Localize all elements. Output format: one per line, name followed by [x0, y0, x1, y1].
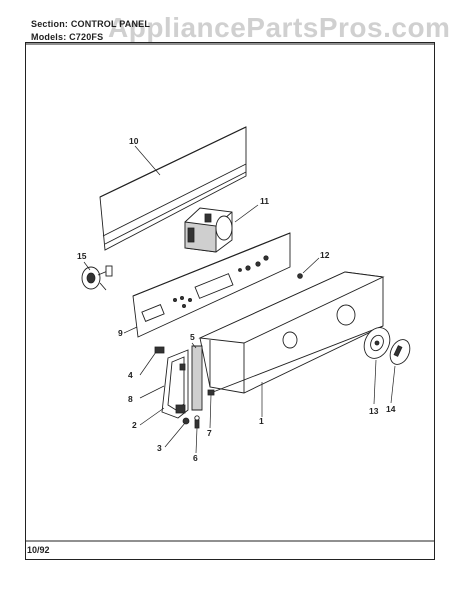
- callout-14: 14: [386, 404, 396, 414]
- callout-3: 3: [157, 443, 162, 453]
- part-6-washer: [194, 415, 200, 429]
- leader-lines: [83, 145, 396, 454]
- part-10-top-cover: [99, 126, 247, 251]
- callout-11: 11: [260, 196, 269, 206]
- callout-10: 10: [129, 136, 139, 146]
- callout-1: 1: [259, 416, 264, 426]
- model-header: Models: C720FS: [31, 32, 103, 42]
- part-1-console-housing: [198, 271, 385, 394]
- part-7-screw: [207, 389, 215, 396]
- callout-5: 5: [190, 332, 195, 342]
- diagram-frame: [25, 42, 435, 560]
- part-3-screw: [182, 417, 190, 425]
- callout-7: 7: [207, 428, 212, 438]
- callout-4: 4: [128, 370, 133, 380]
- callout-labels: 10 11 15 12 9 5 4 8 2 3 6 7 1 13 14: [77, 136, 396, 463]
- model-value: C720FS: [69, 32, 104, 42]
- revision-date: 10/92: [27, 545, 50, 555]
- part-15-pressure-switch: [81, 265, 113, 291]
- callout-9: 9: [118, 328, 123, 338]
- section-header: Section: CONTROL PANEL: [31, 19, 150, 29]
- part-8-lid-switch: [161, 349, 189, 419]
- callout-12: 12: [320, 250, 330, 260]
- part-5-bracket: [191, 345, 203, 411]
- part-4-clip: [154, 346, 165, 354]
- part-13-knob-skirt: [363, 327, 391, 359]
- part-12-screw: [297, 273, 303, 279]
- callout-15: 15: [77, 251, 87, 261]
- callout-6: 6: [193, 453, 198, 463]
- part-14-knob: [389, 339, 411, 365]
- section-label: Section:: [31, 19, 69, 29]
- callout-8: 8: [128, 394, 133, 404]
- callout-13: 13: [369, 406, 379, 416]
- model-label: Models:: [31, 32, 67, 42]
- watermark: AppliancePartsPros.com: [108, 12, 451, 43]
- part-9-control-panel: [132, 232, 291, 338]
- section-value: CONTROL PANEL: [70, 19, 151, 29]
- callout-2: 2: [132, 420, 137, 430]
- part-11-timer: [184, 207, 233, 253]
